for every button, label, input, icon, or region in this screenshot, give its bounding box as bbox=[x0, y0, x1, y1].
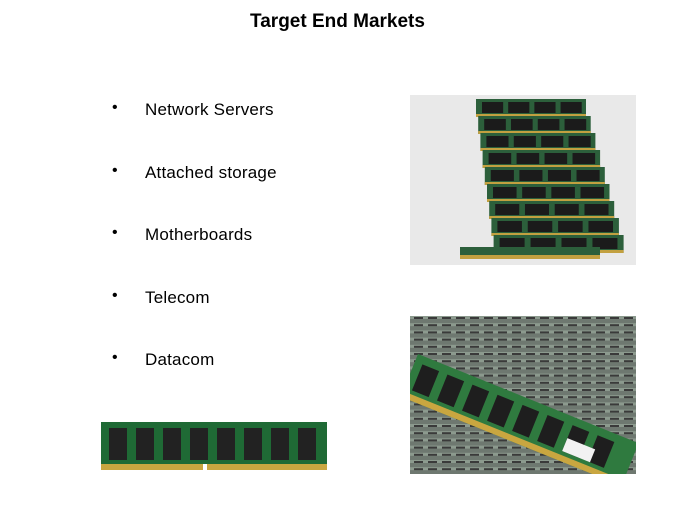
bullet-text: Attached storage bbox=[145, 162, 277, 182]
bullet-dot: • bbox=[112, 286, 118, 304]
slide-title: Target End Markets bbox=[250, 11, 425, 32]
ram-single-image bbox=[99, 420, 329, 472]
bullet-text: Datacom bbox=[145, 350, 215, 369]
bullet-dot: • bbox=[112, 161, 118, 179]
bullet-dot: • bbox=[112, 349, 118, 366]
ram-stack-photo bbox=[410, 95, 636, 265]
bullet-text: Motherboards bbox=[145, 225, 253, 244]
ram-single-photo bbox=[99, 420, 329, 472]
ram-pile-image bbox=[410, 316, 636, 474]
ram-stack-image bbox=[410, 95, 636, 265]
bullet-text: Network Servers bbox=[145, 100, 274, 119]
bullet-dot: • bbox=[112, 99, 118, 116]
bullet-text: Telecom bbox=[145, 287, 210, 307]
bullet-dot: • bbox=[112, 224, 118, 241]
ram-pile-photo bbox=[410, 316, 636, 474]
